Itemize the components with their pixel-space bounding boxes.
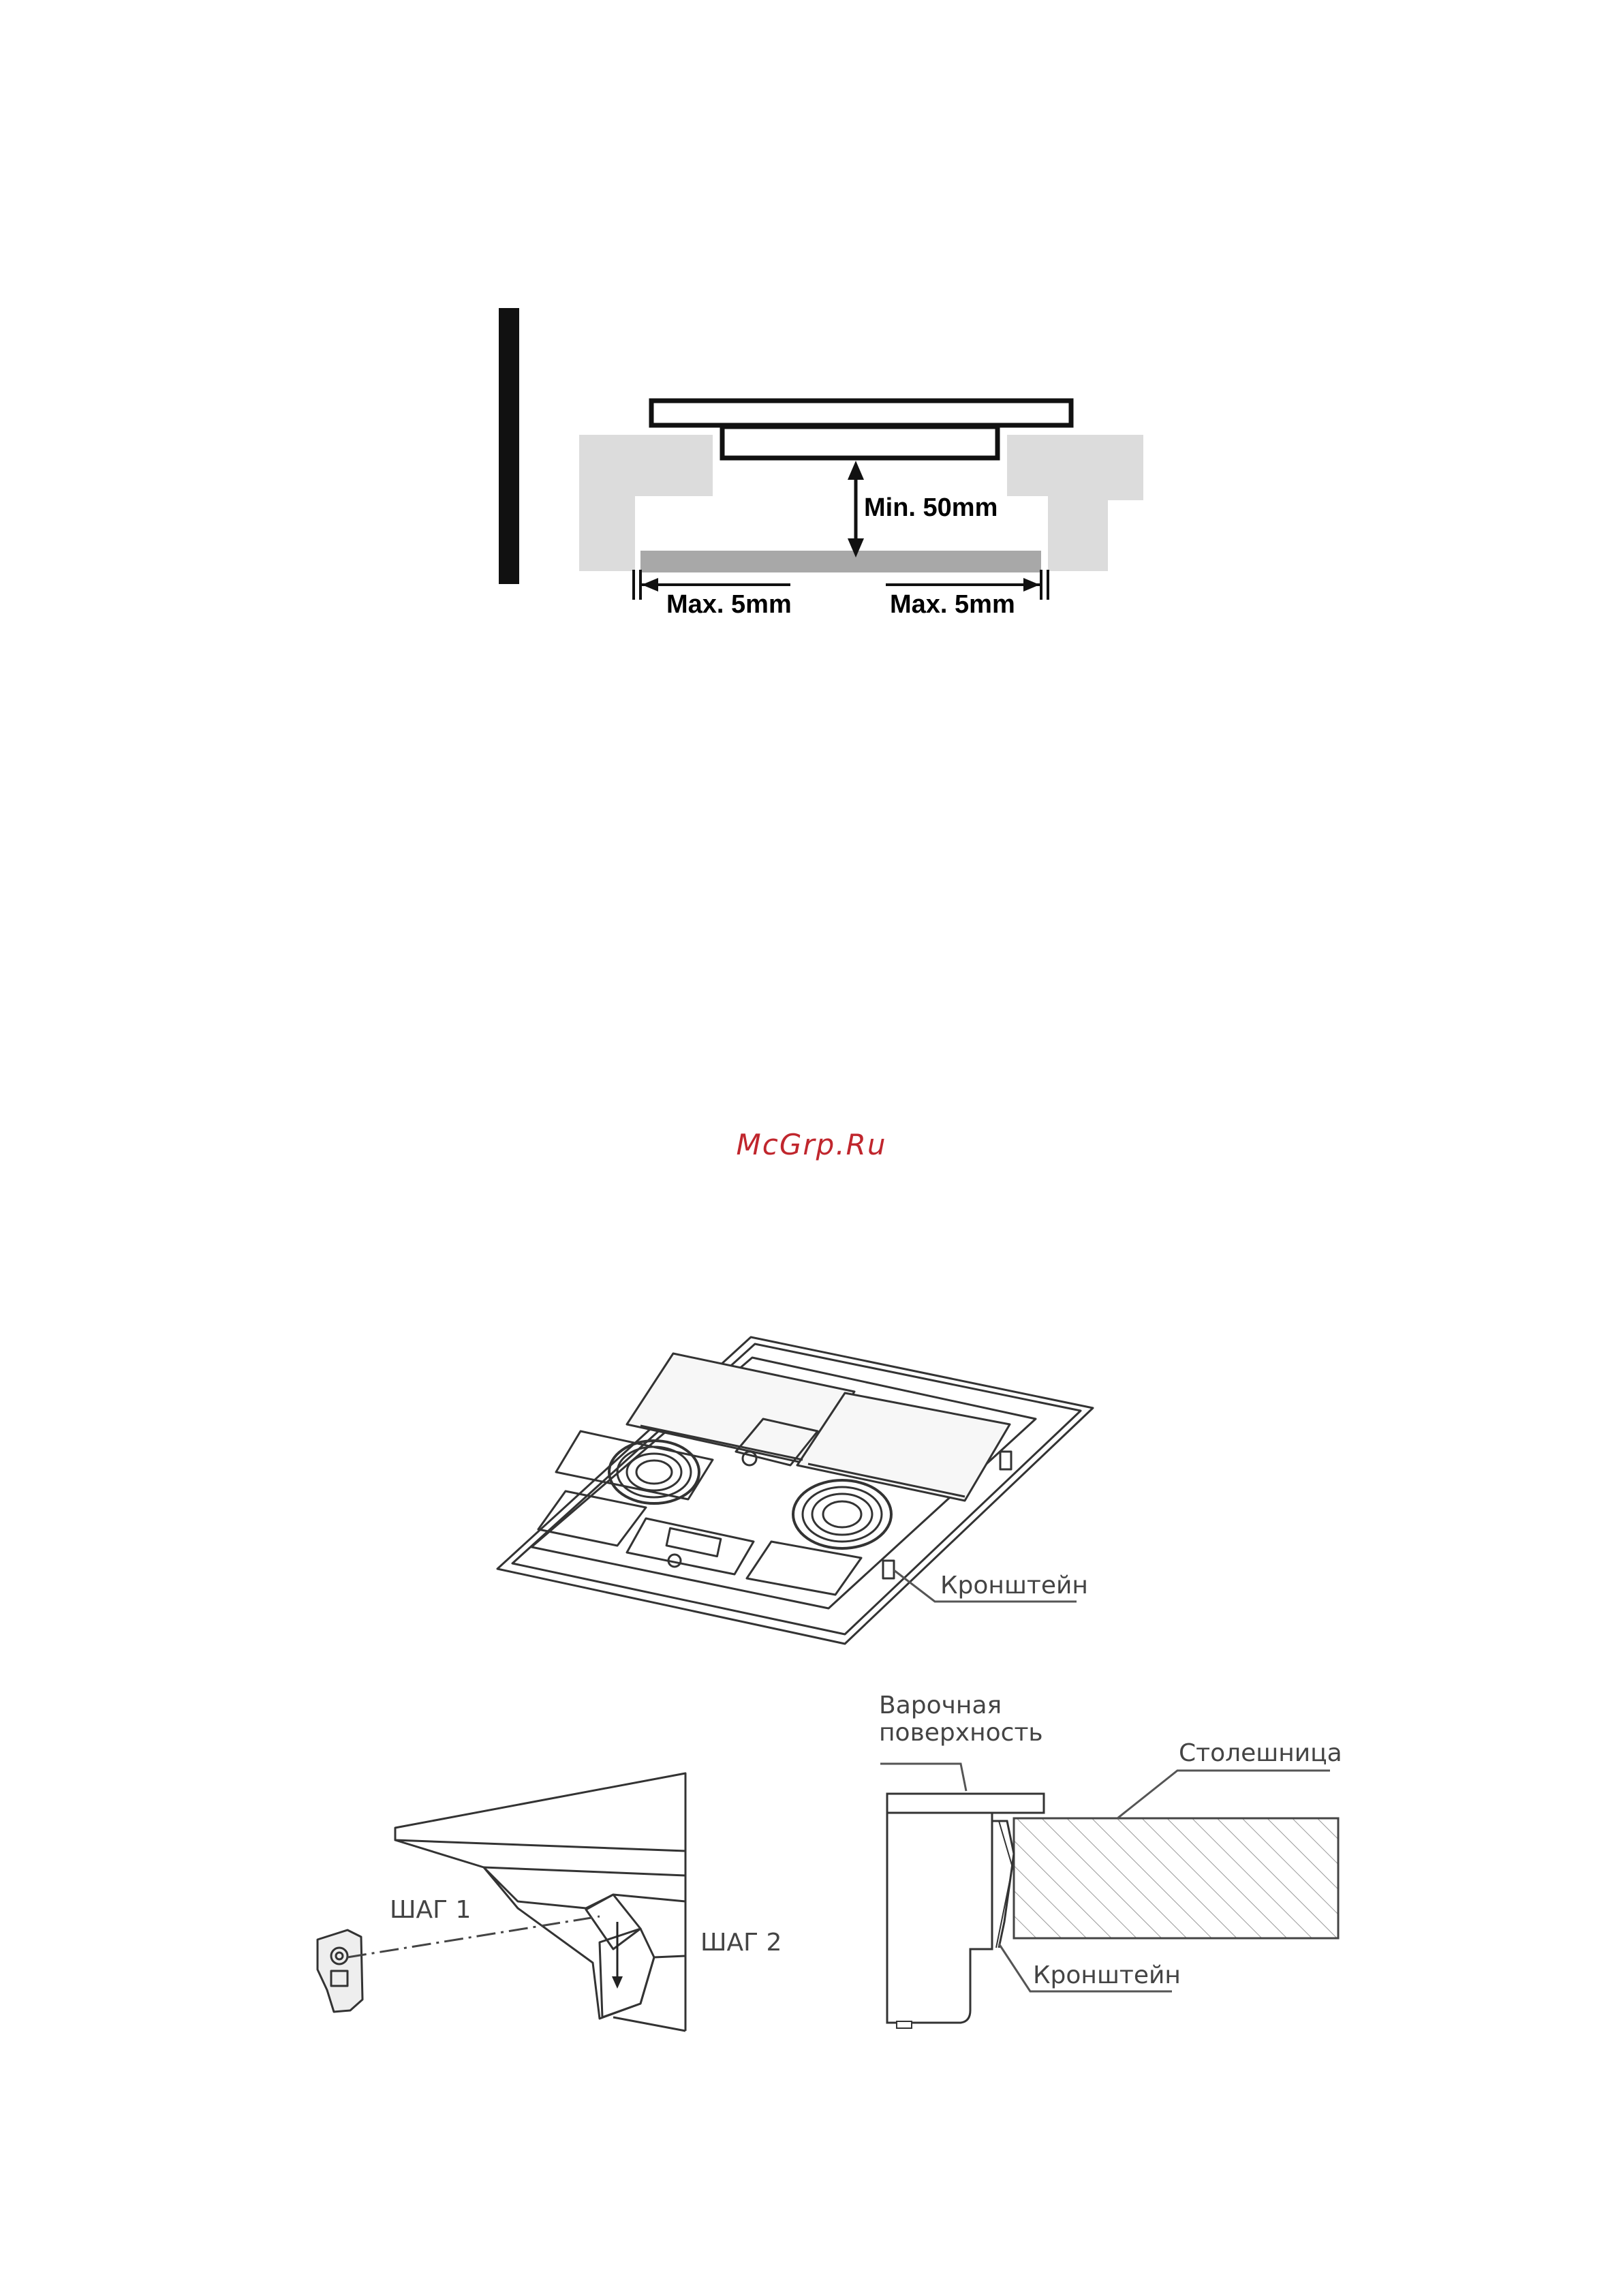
hob-glass-section: [887, 1794, 1044, 1813]
bracket-spring: [992, 1821, 1014, 1948]
hob-body-section: [887, 1813, 992, 2023]
worktop-leader: [1117, 1771, 1330, 1818]
worktop-section: [1014, 1818, 1338, 1938]
hob-label-line2: поверхность: [879, 1719, 1043, 1747]
bracket-label-bottom: Кронштейн: [1033, 1961, 1181, 1989]
hob-label-line1: Варочная: [879, 1692, 1002, 1719]
hob-leader: [880, 1764, 966, 1791]
section-drawing: [0, 0, 1623, 2113]
worktop-label: Столешница: [1179, 1739, 1342, 1767]
